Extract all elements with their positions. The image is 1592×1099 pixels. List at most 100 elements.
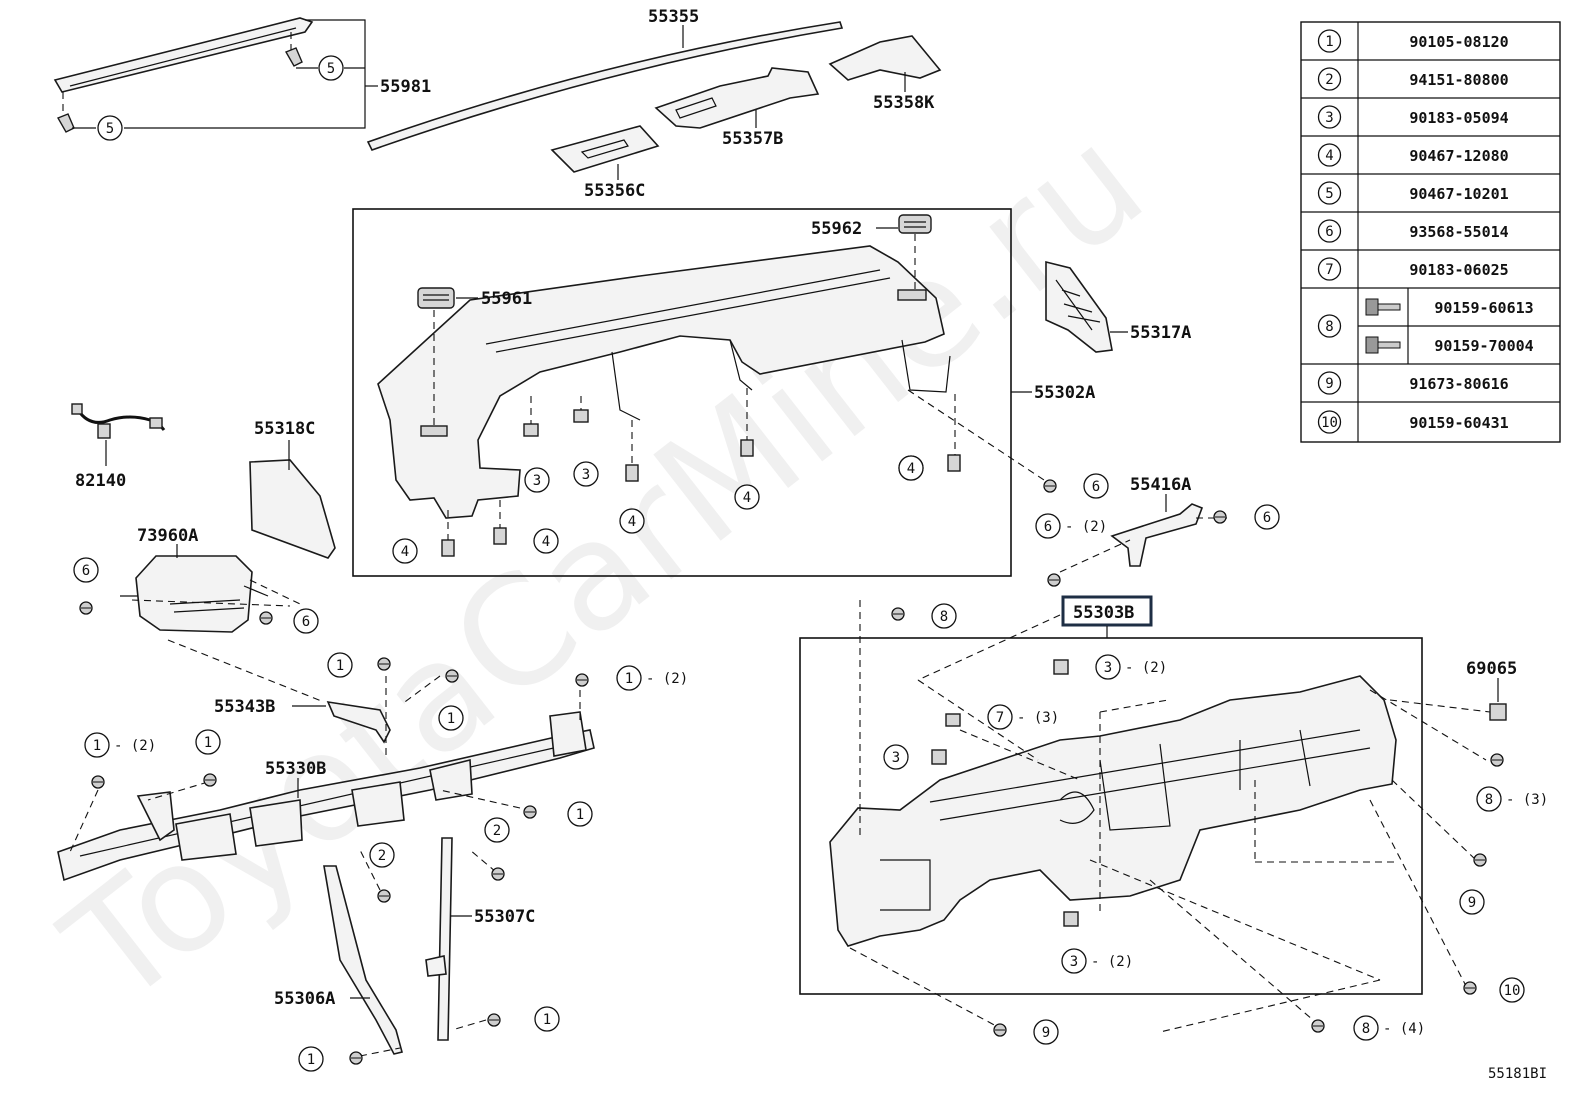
callout-number: 4: [542, 534, 550, 550]
parts-table-number: 7: [1325, 262, 1333, 278]
fastener-icon: [1490, 753, 1504, 767]
callout-number: 4: [628, 514, 636, 530]
part-55357B-pad[interactable]: [654, 67, 820, 129]
fastener-icon: [377, 889, 391, 903]
part-55343B-brace[interactable]: [326, 700, 391, 744]
callout-3[interactable]: 3: [524, 467, 550, 493]
part-55302A-instrument-panel[interactable]: [377, 245, 951, 519]
callout-5[interactable]: 5: [97, 115, 123, 141]
group-box-55303B: [799, 637, 1423, 995]
callout-1[interactable]: 1: [438, 705, 464, 731]
callout-number: 1: [576, 807, 584, 823]
fastener-icon: [349, 1051, 363, 1065]
part-55318C-cover[interactable]: [249, 459, 336, 559]
fastener-icon: [891, 607, 905, 621]
parts-table-number: 9: [1325, 376, 1333, 392]
fastener-icon: [1473, 853, 1487, 867]
callout-number: 6: [82, 563, 90, 579]
part-73960A-airbag[interactable]: [120, 555, 269, 633]
part-55416A-bracket[interactable]: [1110, 503, 1204, 567]
label-55330B: 55330B: [265, 759, 326, 779]
callout-3[interactable]: 3- (2): [1061, 948, 1133, 974]
part-55962-vent[interactable]: [898, 214, 932, 292]
fastener-icon: [259, 611, 273, 625]
callout-8[interactable]: 8: [931, 603, 957, 629]
callout-1[interactable]: 1: [567, 801, 593, 827]
callout-quantity: - (2): [1065, 519, 1107, 535]
callout-number: 3: [1104, 660, 1112, 676]
callout-9[interactable]: 9: [1459, 889, 1485, 915]
label-55981: 55981: [380, 77, 431, 97]
callout-6[interactable]: 6: [293, 608, 319, 634]
clip-group-55302A: [441, 388, 961, 557]
callout-number: 6: [1263, 510, 1271, 526]
label-55962: 55962: [811, 219, 862, 239]
fastener-icon: [1047, 573, 1061, 587]
callout-1[interactable]: 1: [534, 1006, 560, 1032]
callout-6[interactable]: 6: [73, 557, 99, 583]
part-55317A-side-panel[interactable]: [1045, 260, 1113, 353]
part-69065-clip[interactable]: [1489, 703, 1507, 721]
bolt-icon: [1365, 336, 1401, 354]
callout-6[interactable]: 6- (2): [1035, 513, 1107, 539]
label-55356C: 55356C: [584, 181, 645, 201]
part-82140-wire-harness[interactable]: [71, 403, 166, 439]
label-55355: 55355: [648, 7, 699, 27]
part-55355-molding[interactable]: [366, 21, 844, 151]
parts-table-partno: 93568-55014: [1409, 223, 1508, 241]
label-55358K: 55358K: [873, 93, 935, 113]
part-55961-vent[interactable]: [417, 287, 455, 426]
callout-5[interactable]: 5: [318, 55, 344, 81]
callout-3[interactable]: 3: [573, 461, 599, 487]
fastener-icon: [487, 1013, 501, 1027]
part-55306A-brace[interactable]: [323, 865, 403, 1055]
parts-table-number: 5: [1325, 186, 1333, 202]
callout-6[interactable]: 6: [1083, 473, 1109, 499]
callout-10[interactable]: 10: [1499, 977, 1525, 1003]
callout-7[interactable]: 7- (3): [987, 704, 1059, 730]
callout-2[interactable]: 2: [484, 817, 510, 843]
fastener-icon: [1311, 1019, 1325, 1033]
callout-9[interactable]: 9: [1033, 1019, 1059, 1045]
callout-8[interactable]: 8- (3): [1476, 786, 1548, 812]
part-55356C-pad[interactable]: [550, 125, 660, 173]
part-55330B-instrument-panel-reinforcement[interactable]: [57, 711, 595, 882]
callout-number: 2: [493, 823, 501, 839]
callout-number: 8: [1485, 792, 1493, 808]
callout-number: 3: [582, 467, 590, 483]
part-55307C-brace[interactable]: [425, 837, 453, 1041]
callout-6[interactable]: 6: [1254, 504, 1280, 530]
parts-table-partno: 94151-80800: [1409, 71, 1508, 89]
fastener-icon: [203, 773, 217, 787]
callout-4[interactable]: 4: [898, 455, 924, 481]
callout-1[interactable]: 1: [195, 729, 221, 755]
callout-1[interactable]: 1- (2): [616, 665, 688, 691]
callout-3[interactable]: 3: [883, 744, 909, 770]
callout-1[interactable]: 1: [298, 1046, 324, 1072]
fastener-icon: [575, 673, 589, 687]
callout-4[interactable]: 4: [734, 484, 760, 510]
callout-4[interactable]: 4: [619, 508, 645, 534]
callout-8[interactable]: 8- (4): [1353, 1015, 1425, 1041]
callout-3[interactable]: 3- (2): [1095, 654, 1167, 680]
callout-number: 1: [307, 1052, 315, 1068]
part-55981-garnish[interactable]: [53, 17, 314, 133]
callout-quantity: - (4): [1383, 1021, 1425, 1037]
callout-1[interactable]: 1- (2): [84, 732, 156, 758]
callout-1[interactable]: 1: [327, 652, 353, 678]
part-55303B-reinforcement[interactable]: [829, 675, 1397, 947]
callout-2[interactable]: 2: [369, 842, 395, 868]
callout-4[interactable]: 4: [392, 538, 418, 564]
callout-4[interactable]: 4: [533, 528, 559, 554]
part-55358K-pad[interactable]: [828, 35, 942, 81]
